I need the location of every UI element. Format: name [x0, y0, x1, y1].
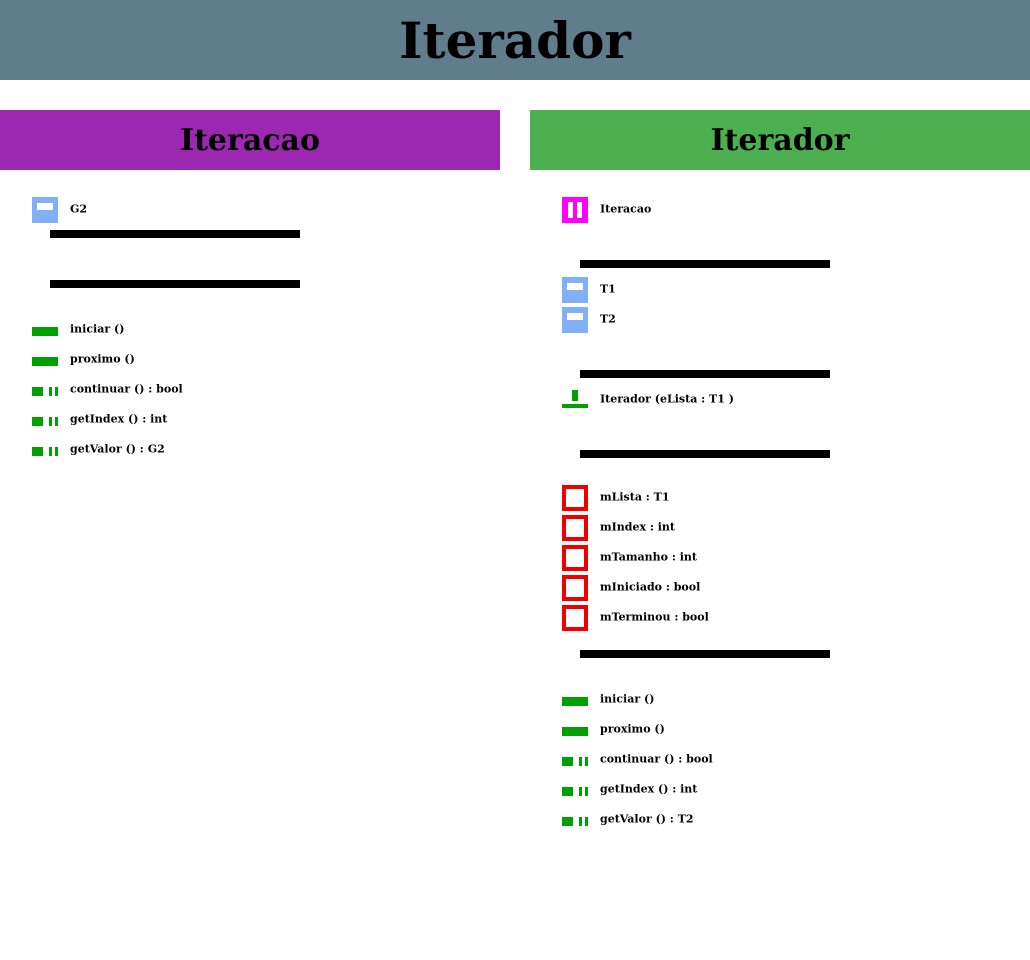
page-title: Iterador [399, 10, 631, 70]
separator [580, 260, 830, 268]
constructor-label: Iterador (eLista : T1 ) [600, 392, 734, 406]
function-icon [562, 807, 588, 833]
method-label: continuar () : bool [600, 752, 713, 766]
field-label: mTamanho : int [600, 550, 697, 564]
field-label: mIniciado : bool [600, 580, 701, 594]
field-label: mTerminou : bool [600, 610, 709, 624]
method-label: iniciar () [600, 692, 655, 706]
iterador-title: Iterador [710, 122, 850, 158]
generic-label: T1 [600, 282, 616, 296]
field-icon [562, 515, 588, 541]
function-icon [562, 777, 588, 803]
interface-label: Iteracao [600, 202, 652, 216]
type-parameter-icon [32, 197, 58, 223]
type-parameter-icon [562, 307, 588, 333]
iteracao-title: Iteracao [180, 122, 320, 158]
separator [580, 370, 830, 378]
iteracao-header: Iteracao [0, 110, 500, 170]
field-label: mIndex : int [600, 520, 676, 534]
constructor-icon [562, 387, 588, 413]
method-icon [562, 687, 588, 713]
field-icon [562, 485, 588, 511]
title-bar: Iterador [0, 0, 1030, 80]
separator [580, 450, 830, 458]
separator [580, 650, 830, 658]
method-label: getIndex () : int [70, 412, 168, 426]
interface-icon [562, 197, 588, 223]
function-icon [32, 377, 58, 403]
method-label: iniciar () [70, 322, 125, 336]
method-label: continuar () : bool [70, 382, 183, 396]
function-icon [32, 407, 58, 433]
field-icon [562, 605, 588, 631]
method-label: proximo () [70, 352, 135, 366]
separator [50, 280, 300, 288]
method-label: getIndex () : int [600, 782, 698, 796]
iterador-header: Iterador [530, 110, 1030, 170]
generic-label: T2 [600, 312, 616, 326]
type-parameter-icon [562, 277, 588, 303]
method-label: proximo () [600, 722, 665, 736]
method-label: getValor () : G2 [70, 442, 165, 456]
field-icon [562, 545, 588, 571]
function-icon [32, 437, 58, 463]
method-icon [32, 317, 58, 343]
function-icon [562, 747, 588, 773]
method-icon [32, 347, 58, 373]
field-label: mLista : T1 [600, 490, 670, 504]
method-icon [562, 717, 588, 743]
generic-label: G2 [70, 202, 88, 216]
field-icon [562, 575, 588, 601]
separator [50, 230, 300, 238]
method-label: getValor () : T2 [600, 812, 694, 826]
